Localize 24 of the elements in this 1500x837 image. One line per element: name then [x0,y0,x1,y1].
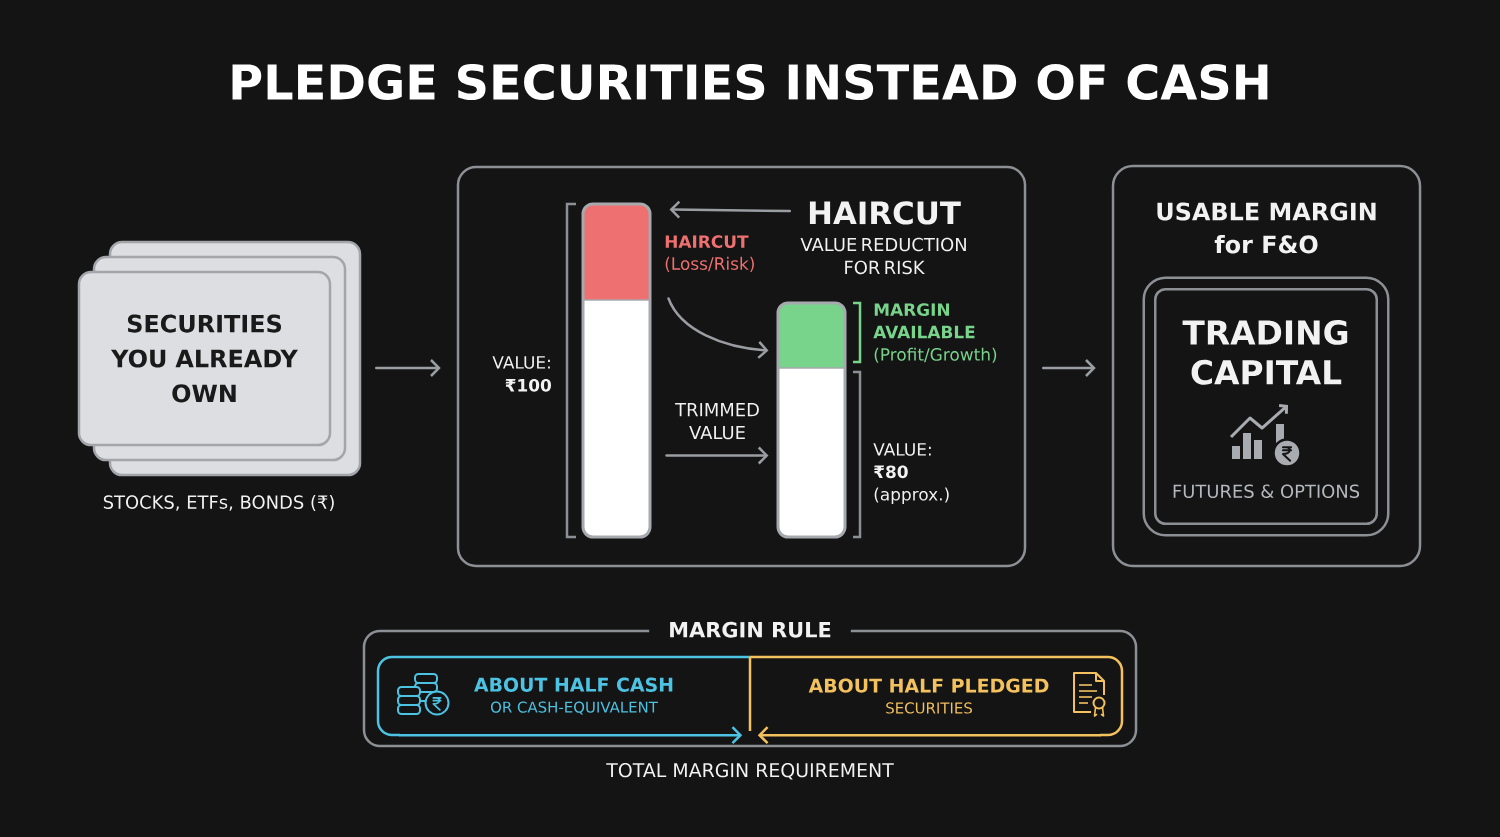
value-bar [776,301,847,539]
double-border-box: TRADING CAPITAL FUTURES & OPTIONS [1142,276,1390,537]
title: PLEDGE SECURITIES INSTEAD OF CASH [232,63,1268,101]
card-stack: SECURITIES YOU ALREADY OWN [77,240,362,477]
edge-label: TRIMMED VALUE [660,401,775,442]
node-label: STOCKS, ETFs, BONDS (₹) [103,495,334,511]
arrow [1042,359,1096,377]
half-box: ABOUT HALF CASH OR CASH-EQUIVALENT [376,655,750,737]
node-label: TOTAL MARGIN REQUIREMENT [606,763,894,780]
panel [456,165,1027,568]
bar-label: MARGIN AVAILABLE (Profit/Growth) [873,303,997,363]
arrow [375,359,441,377]
arrow [757,726,1102,745]
arrow [669,200,792,219]
value-bar [581,202,652,539]
arrow [665,446,769,465]
heading: HAIRCUT VALUE REDUCTION FOR RISK [800,201,966,275]
arrow [398,726,743,745]
box-heading: MARGIN RULE [649,618,851,641]
curved-arrow [667,297,769,359]
bar-label: VALUE: ₹80 (approx.) [873,443,949,504]
bar-label: VALUE: ₹100 [492,356,551,392]
half-box: ABOUT HALF PLEDGED SECURITIES [748,655,1124,737]
bar-label: HAIRCUT (Loss/Risk) [665,235,754,272]
